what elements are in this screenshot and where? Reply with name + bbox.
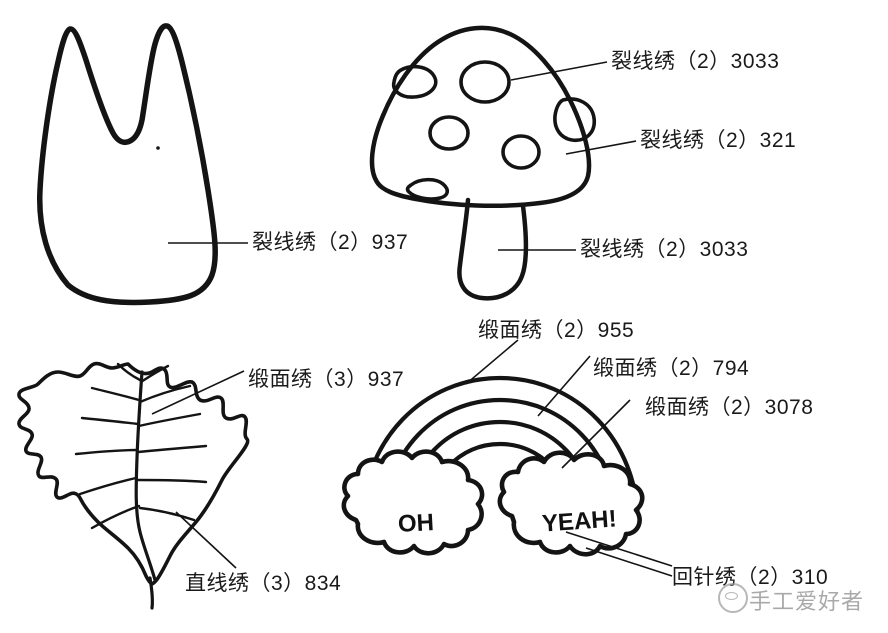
mushroom-leader-lines	[498, 61, 637, 251]
mushroom-spot-6	[405, 177, 450, 201]
leader-to-spot	[510, 61, 608, 81]
label-straightstitch-834: 直线绣（3）834	[185, 572, 342, 595]
leader-to-cloud-right-a	[565, 531, 673, 567]
rainbow-leader-lines	[465, 339, 673, 577]
leader-to-band-inner	[561, 399, 631, 469]
label-satinstitch-955: 缎面绣（2）955	[478, 319, 635, 342]
rainbow-arc-outer	[359, 375, 641, 527]
label-splitstitch-321-cap: 裂线绣（2）321	[640, 129, 797, 152]
leaf-motif	[17, 361, 250, 610]
leader-to-vein	[175, 511, 237, 569]
leader-to-band-outer	[465, 339, 519, 385]
mushroom-spot-5	[553, 97, 597, 143]
leaf-stem	[148, 576, 154, 610]
leaf-midrib	[134, 370, 157, 582]
watermark-logo-icon	[718, 583, 748, 613]
label-satinstitch-3078: 缎面绣（2）3078	[645, 396, 814, 419]
leaf-veins	[74, 362, 208, 530]
leader-to-band-mid	[537, 355, 591, 417]
label-satinstitch-794: 缎面绣（2）794	[593, 357, 750, 380]
totoro-dot	[156, 146, 160, 150]
mushroom-motif	[369, 25, 597, 301]
watermark-text: 手工爱好者	[749, 589, 865, 614]
mushroom-spot-2	[428, 115, 470, 151]
label-splitstitch-937-totoro: 裂线绣（2）937	[252, 231, 409, 254]
mushroom-spot-3	[501, 134, 541, 170]
cloud-text-yeah: YEAH!	[541, 505, 618, 538]
mushroom-spot-1	[459, 60, 511, 104]
label-splitstitch-3033-stem: 裂线绣（2）3033	[580, 238, 749, 261]
leader-to-blade	[151, 370, 245, 415]
cloud-text-oh: OH	[397, 509, 435, 538]
rainbow-motif	[341, 375, 645, 557]
totoro-outline	[37, 23, 218, 306]
leader-to-cap	[565, 140, 637, 155]
cloud-right	[497, 450, 645, 557]
leaf-outline	[17, 361, 250, 586]
label-backstitch-310: 回针绣（2）310	[672, 566, 829, 589]
leaf-leader-lines	[151, 370, 245, 569]
leader-to-cloud-right-b	[585, 547, 673, 577]
totoro-motif	[37, 23, 218, 306]
mushroom-spot-4	[391, 64, 438, 99]
cloud-left	[341, 449, 485, 556]
label-splitstitch-3033-cap: 裂线绣（2）3033	[611, 50, 780, 73]
label-satinstitch-937-leaf: 缎面绣（3）937	[248, 368, 405, 391]
mushroom-stem	[457, 197, 529, 301]
